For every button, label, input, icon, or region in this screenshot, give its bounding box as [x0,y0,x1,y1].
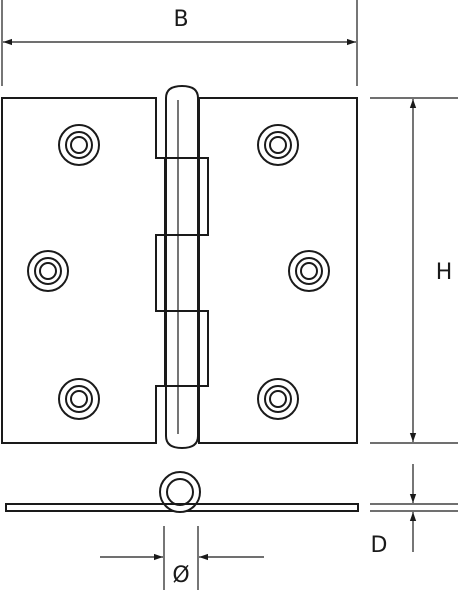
side-view-knuckle-outer [159,471,201,513]
screw-hole-right-middle [288,250,330,292]
pin-diameter-dimension: Ø [100,526,264,590]
hinge-barrel [165,84,199,450]
thickness-label: D [371,533,388,558]
width-dimension: B [1,0,358,86]
width-label: B [173,7,188,32]
screw-hole-left-middle [27,250,69,292]
screw-hole-left-top [58,124,100,166]
screw-hole-right-top [257,124,299,166]
hinge-side-view [5,471,359,513]
height-label: H [436,260,453,285]
knuckle-tab-middle [155,234,165,312]
height-dimension: H [370,97,458,444]
diameter-label: Ø [172,563,189,588]
screw-hole-right-bottom [257,378,299,420]
thickness-dimension: D [370,464,458,558]
right-leaf [198,97,358,444]
screw-hole-left-bottom [58,378,100,420]
hinge-front-view [1,84,358,450]
